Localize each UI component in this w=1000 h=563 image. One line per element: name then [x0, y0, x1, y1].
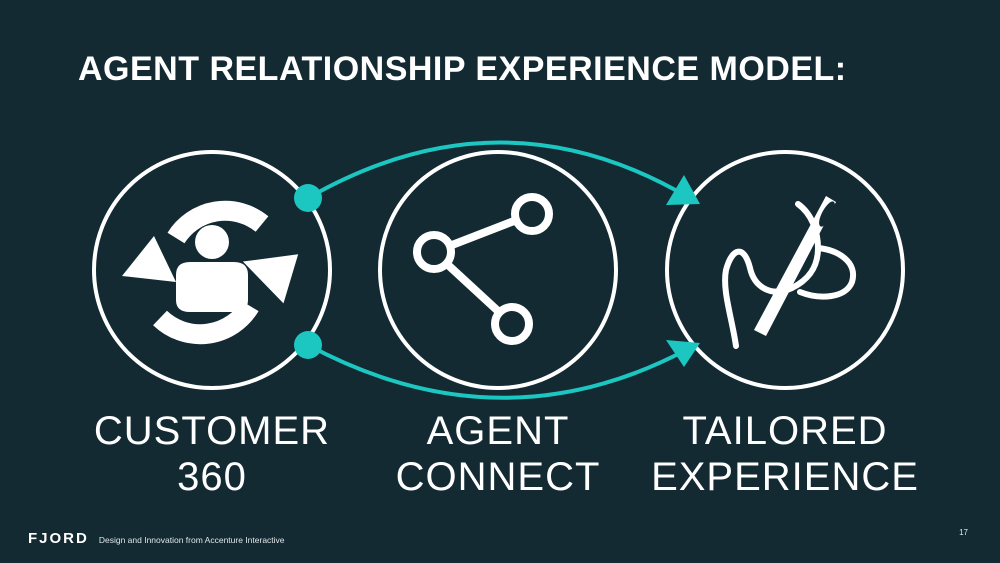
tailored-experience-circle — [665, 150, 905, 390]
fjord-logo: FJORD — [28, 530, 89, 547]
footer-tagline: Design and Innovation from Accenture Int… — [98, 535, 285, 545]
tailored-experience-label: TAILORED EXPERIENCE — [651, 409, 919, 499]
bottom-connector-dot — [294, 331, 322, 359]
page-number: 17 — [959, 528, 968, 537]
footer: FJORD Design and Innovation from Accentu… — [28, 530, 285, 547]
customer-360-circle — [92, 150, 332, 390]
agent-connect-circle — [378, 150, 618, 390]
customer-360-label: CUSTOMER 360 — [93, 409, 331, 499]
top-arrowhead — [666, 175, 700, 205]
customer-sync-icon — [122, 200, 299, 345]
bottom-connector-arc — [307, 343, 687, 400]
needle-thread-icon — [722, 196, 857, 349]
bottom-arrowhead — [666, 340, 700, 367]
top-connector-dot — [294, 184, 322, 212]
slide-title: AGENT RELATIONSHIP EXPERIENCE MODEL: — [78, 50, 847, 88]
share-icon — [413, 193, 553, 345]
top-connector-arc — [307, 140, 688, 200]
agent-connect-label: AGENT CONNECT — [395, 409, 601, 499]
